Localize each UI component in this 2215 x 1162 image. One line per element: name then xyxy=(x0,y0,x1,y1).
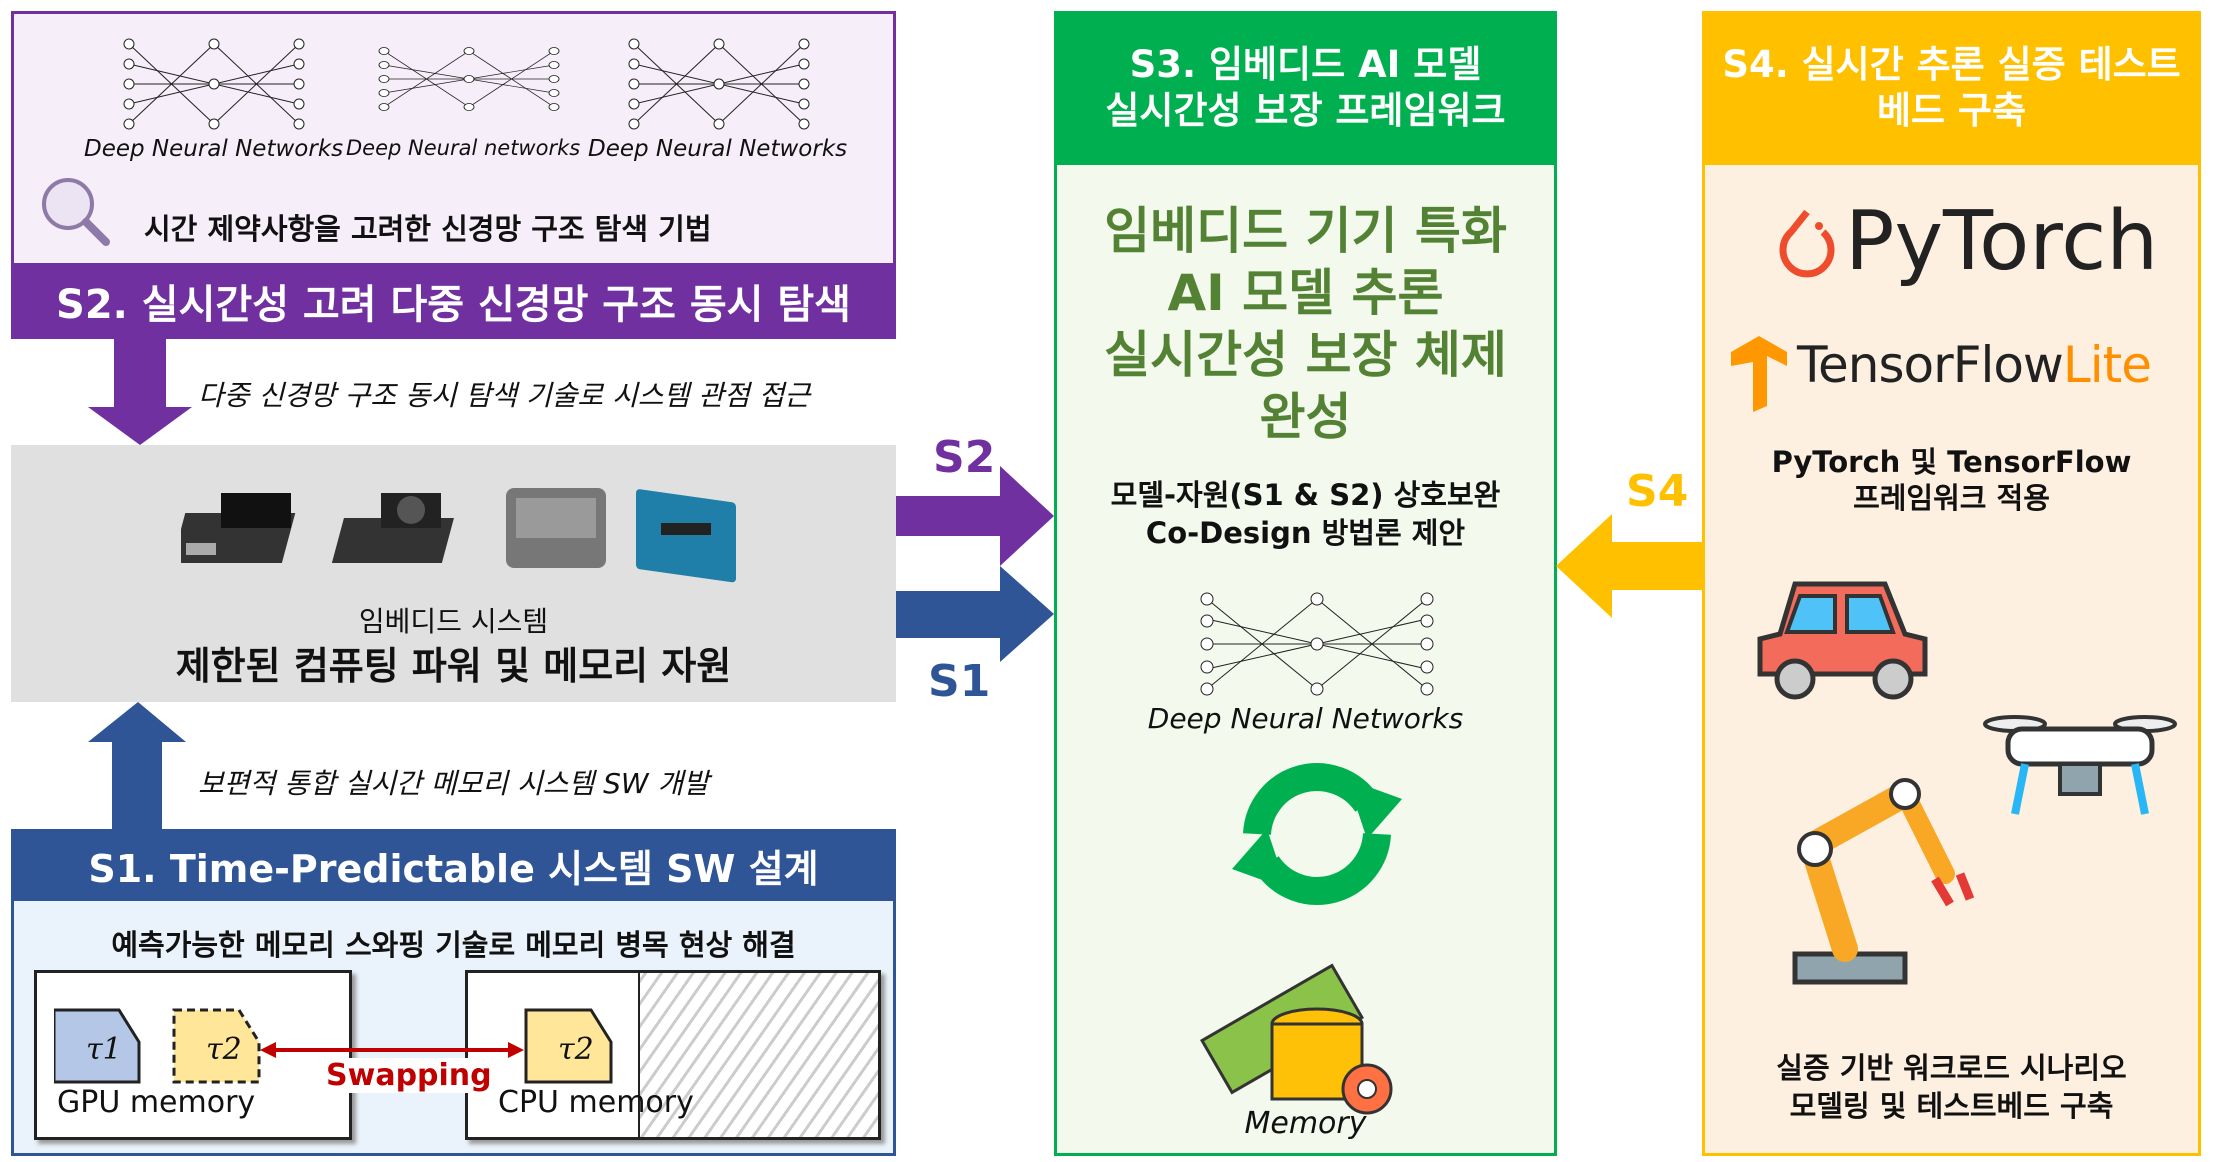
neural-network-icons xyxy=(123,38,810,130)
embedded-label: 임베디드 시스템 xyxy=(358,605,549,638)
s1-up-arrow xyxy=(88,702,186,830)
framework-line1: PyTorch 및 TensorFlow xyxy=(1771,445,2132,479)
s2-panel: Deep Neural Networks Deep Neural network… xyxy=(11,11,896,339)
framework-line2: 프레임워크 적용 xyxy=(1853,481,2050,515)
s2-down-arrow xyxy=(88,339,192,445)
s4-arrow-label: S4 xyxy=(1626,466,1689,517)
task1-block xyxy=(54,1008,141,1084)
s3-goal: 임베디드 기기 특화 AI 모델 추론 실시간성 보장 체제 완성 xyxy=(1057,200,1554,448)
swapping-label: Swapping xyxy=(322,1058,496,1093)
cpu-memory-label: CPU memory xyxy=(498,1085,694,1120)
s3-title-line1: S3. 임베디드 AI 모델 xyxy=(1129,42,1482,86)
memory-label: Memory xyxy=(1244,1106,1367,1141)
goal-line-3: 실시간성 보장 체제 xyxy=(1104,326,1507,384)
cpu-memory-box: CPU memory xyxy=(465,970,881,1140)
tensorflow-icon xyxy=(1731,336,1787,412)
drone-icon xyxy=(1983,715,2177,815)
task2-block xyxy=(524,1008,613,1084)
tflite-logo-main: TensorFlow xyxy=(1797,336,2064,394)
robot-arm-icon xyxy=(1792,778,1975,985)
goal-line-4: 완성 xyxy=(1259,388,1352,446)
pytorch-flame-icon xyxy=(1779,209,1835,278)
s3-title-line2: 실시간성 보장 프레임워크 xyxy=(1105,89,1506,132)
task2-label: τ2 xyxy=(558,1032,594,1067)
framework-text: PyTorch 및 TensorFlow 프레임워크 적용 xyxy=(1705,444,2198,516)
s4-left-arrow xyxy=(1556,514,1704,618)
goal-line-2: AI 모델 추론 xyxy=(1167,264,1444,322)
tflite-logo-lite: Lite xyxy=(2062,336,2152,394)
s4-title: S4. 실시간 추론 실증 테스트 베드 구축 xyxy=(1702,11,2201,165)
s1-panel: S1. Time-Predictable 시스템 SW 설계 예측가능한 메모리… xyxy=(11,829,896,1156)
s1-right-arrow xyxy=(896,566,1054,662)
task1-label: τ1 xyxy=(86,1032,122,1067)
task2-ghost-label: τ2 xyxy=(206,1032,242,1067)
embedded-boards-icons xyxy=(181,488,736,583)
s1-arrow-label: S1 xyxy=(928,656,991,707)
testbed-line2: 모델링 및 테스트베드 구축 xyxy=(1789,1089,2114,1123)
memory-database-icon xyxy=(1199,963,1393,1115)
pytorch-logo-text: PyTorch xyxy=(1845,194,2159,289)
goal-line-1: 임베디드 기기 특화 xyxy=(1104,202,1507,260)
gpu-memory-label: GPU memory xyxy=(57,1085,256,1120)
s1-title: S1. Time-Predictable 시스템 SW 설계 xyxy=(11,829,896,901)
codesign-text: 모델-자원(S1 & S2) 상호보완 Co-Design 방법론 제안 xyxy=(1057,476,1554,552)
s3-dnn-label: Deep Neural Networks xyxy=(1147,702,1464,735)
testbed-line1: 실증 기반 워크로드 시나리오 xyxy=(1776,1051,2127,1085)
sync-cycle-icon xyxy=(1232,763,1402,905)
embedded-title: 제한된 컴퓨팅 파워 및 메모리 자원 xyxy=(175,644,732,688)
s2-title: S2. 실시간성 고려 다중 신경망 구조 동시 탐색 xyxy=(11,263,896,339)
s4-panel: S4. 실시간 추론 실증 테스트 베드 구축 PyTorch TensorFl… xyxy=(1702,11,2201,1156)
s1-arrow-caption: 보편적 통합 실시간 메모리 시스템 SW 개발 xyxy=(198,767,710,800)
s1-subtitle: 예측가능한 메모리 스와핑 기술로 메모리 병목 현상 해결 xyxy=(111,928,796,962)
memory-swap-diagram xyxy=(54,1008,613,1084)
tflite-logo: TensorFlowLite xyxy=(1797,336,2152,394)
dnn-label-1: Deep Neural Networks xyxy=(84,136,344,162)
search-magnifier-icon xyxy=(42,178,110,246)
testbed-text: 실증 기반 워크로드 시나리오 모델링 및 테스트베드 구축 xyxy=(1705,1049,2198,1125)
s2-subtitle: 시간 제약사항을 고려한 신경망 구조 탐색 기법 xyxy=(144,212,712,246)
s2-right-arrow xyxy=(896,466,1054,566)
dnn-label-3: Deep Neural Networks xyxy=(588,136,848,162)
codesign-line2: Co-Design 방법론 제안 xyxy=(1145,516,1466,550)
embedded-system-box: 임베디드 시스템 제한된 컴퓨팅 파워 및 메모리 자원 xyxy=(11,445,896,702)
dnn-label-2: Deep Neural networks xyxy=(346,136,581,160)
s2-s1-right-arrows xyxy=(896,466,1054,662)
car-icon xyxy=(1757,581,1928,700)
task2-ghost-block xyxy=(172,1008,261,1084)
dnn-icon xyxy=(1200,592,1434,696)
s2-arrow-caption: 다중 신경망 구조 동시 탐색 기술로 시스템 관점 접근 xyxy=(198,379,811,412)
codesign-line1: 모델-자원(S1 & S2) 상호보완 xyxy=(1110,478,1501,512)
s2-arrow-label: S2 xyxy=(933,432,996,483)
